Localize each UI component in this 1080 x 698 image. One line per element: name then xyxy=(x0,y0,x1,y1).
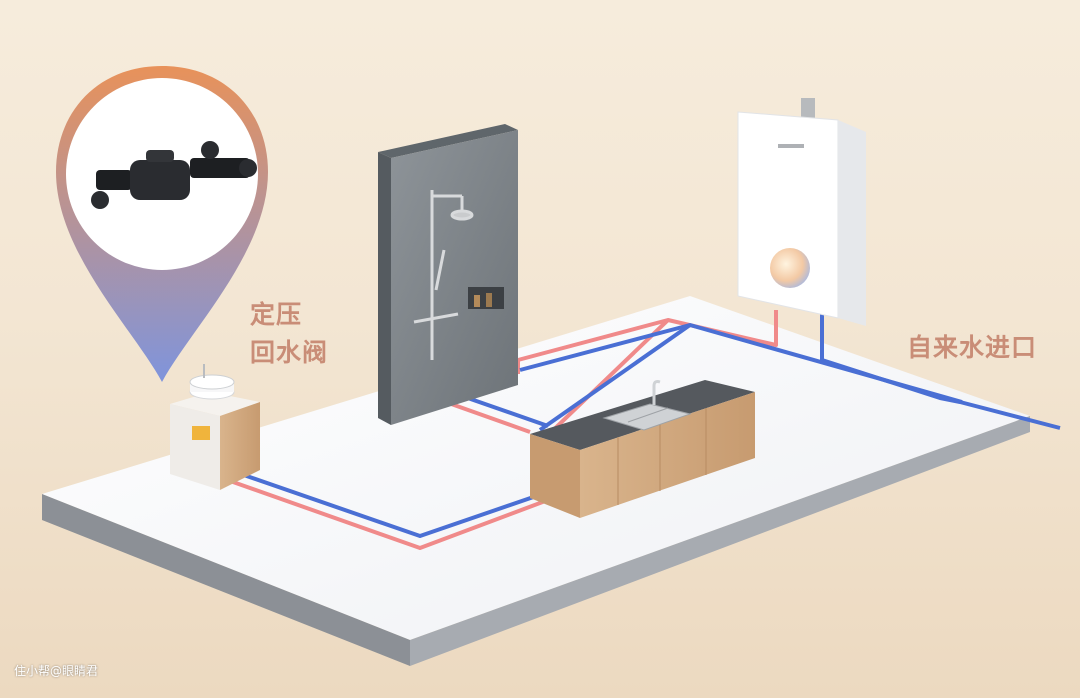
watermark: 住小帮@眼睛君 xyxy=(14,664,99,678)
water-inlet-label: 自来水进口 xyxy=(907,333,1038,362)
valve-label-line2: 回水阀 xyxy=(250,338,329,367)
valve-label-line1: 定压 xyxy=(250,300,303,329)
water-heater-icon xyxy=(737,98,866,326)
pressure-valve-icon xyxy=(91,141,257,209)
basin-cabinet xyxy=(170,392,260,490)
valve-callout-pin xyxy=(56,66,268,382)
shower-wall xyxy=(378,124,518,425)
basin-icon xyxy=(189,364,235,400)
shower-niche xyxy=(468,287,504,309)
sink-icon xyxy=(602,380,692,431)
shower-icon xyxy=(413,190,474,360)
